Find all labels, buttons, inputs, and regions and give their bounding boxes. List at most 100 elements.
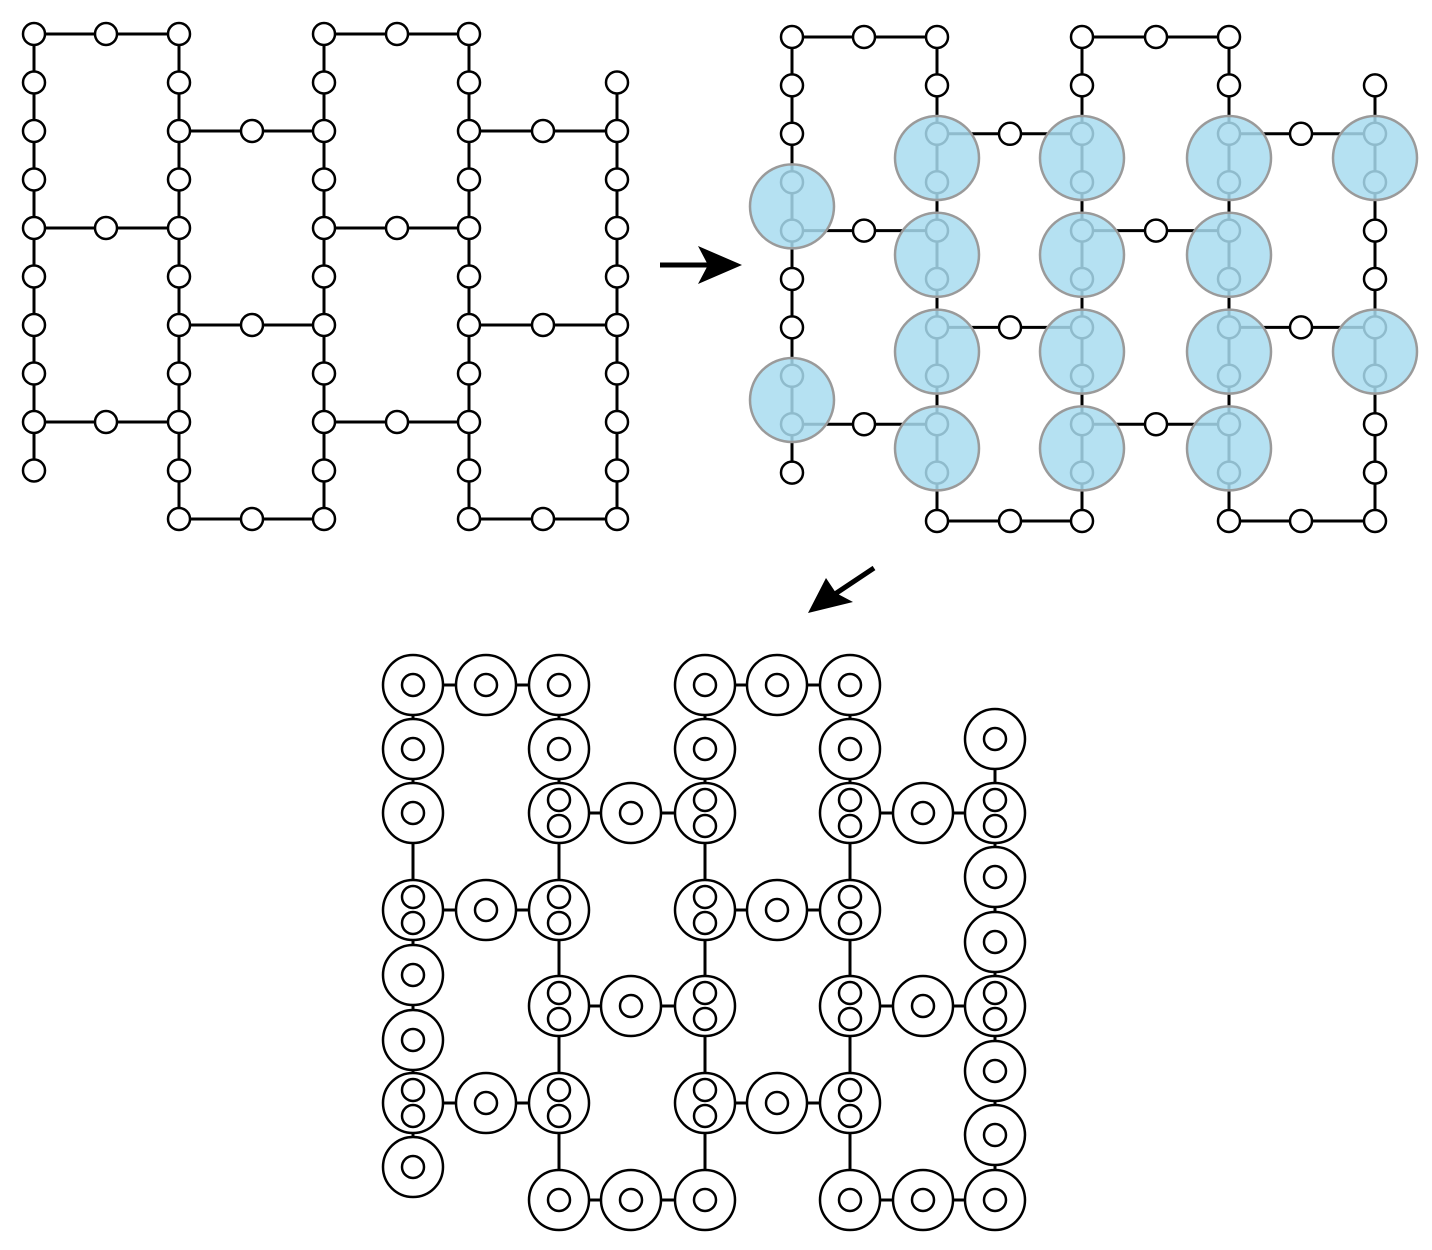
cluster-highlight: [893, 114, 981, 202]
graph-node: [456, 21, 482, 47]
graph-node: [530, 312, 556, 338]
graph-node: [604, 506, 630, 532]
graph-node: [166, 458, 192, 483]
graph-node: [311, 458, 337, 483]
graph-node: [239, 118, 265, 144]
cluster-highlight: [893, 405, 981, 492]
inner-node: [473, 1090, 499, 1116]
graph-node: [779, 315, 805, 340]
graph-node: [604, 70, 630, 95]
cluster-highlight: [893, 308, 981, 395]
inner-node: [837, 980, 863, 1006]
graph-node: [21, 409, 47, 435]
graph-node: [604, 361, 630, 386]
graph-node: [1362, 266, 1388, 292]
graph-node: [166, 118, 192, 144]
graph-node: [93, 215, 119, 241]
graph-node: [997, 121, 1023, 147]
cluster-highlight: [1038, 114, 1126, 202]
graph-node: [604, 458, 630, 483]
super-node: [381, 1071, 445, 1135]
inner-node: [982, 787, 1008, 813]
graph-node: [779, 24, 805, 50]
graph-node: [311, 264, 337, 289]
graph-node: [851, 218, 877, 243]
super-node: [527, 878, 591, 942]
graph-node: [1362, 411, 1388, 437]
graph-node: [1288, 508, 1314, 534]
inner-node: [692, 884, 718, 910]
graph-node: [779, 73, 805, 98]
super-node: [527, 1071, 591, 1135]
super-node: [527, 974, 591, 1038]
inner-node: [982, 1006, 1008, 1032]
inner-node: [692, 1006, 718, 1032]
inner-node: [618, 800, 644, 826]
inner-node: [910, 993, 936, 1019]
graph-node: [21, 264, 47, 289]
graph-node: [166, 361, 192, 386]
graph-node: [1069, 24, 1095, 50]
graph-node: [384, 215, 410, 241]
super-node: [963, 781, 1027, 845]
inner-node: [910, 1187, 936, 1213]
graph-node: [384, 409, 410, 435]
inner-node: [692, 736, 718, 762]
graph-node: [779, 121, 805, 147]
graph-node: [1362, 460, 1388, 485]
inner-node: [400, 800, 426, 826]
cluster-highlight: [893, 211, 981, 299]
graph-node: [604, 312, 630, 338]
graph-node: [93, 409, 119, 435]
graph-node: [779, 266, 805, 292]
graph-node: [166, 264, 192, 289]
inner-node: [546, 672, 572, 698]
graph-node: [924, 508, 950, 534]
inner-node: [692, 672, 718, 698]
inner-node: [764, 1090, 790, 1116]
graph-node: [311, 167, 337, 192]
graph-node: [924, 24, 950, 50]
inner-node: [546, 1103, 572, 1129]
cluster-highlight: [1038, 211, 1126, 299]
graph-node: [530, 506, 556, 532]
inner-node: [473, 672, 499, 698]
super-node: [818, 1071, 882, 1135]
graph-node: [604, 264, 630, 289]
graph-node: [21, 167, 47, 192]
super-node: [673, 878, 737, 942]
cluster-highlight: [748, 163, 836, 250]
super-node: [818, 878, 882, 942]
graph-node: [1216, 508, 1242, 534]
graph-node: [239, 312, 265, 338]
inner-node: [837, 1187, 863, 1213]
inner-node: [982, 1187, 1008, 1213]
inner-node: [982, 1122, 1008, 1148]
inner-node: [837, 813, 863, 839]
graph-node: [456, 312, 482, 338]
graph-node: [21, 312, 47, 338]
inner-node: [837, 910, 863, 936]
cluster-highlight: [1038, 405, 1126, 492]
graph-node: [311, 409, 337, 435]
graph-node: [311, 361, 337, 386]
inner-node: [400, 1027, 426, 1053]
super-node: [673, 781, 737, 845]
coarsened-graph: [381, 653, 1027, 1232]
inner-node: [400, 672, 426, 698]
graph-node: [311, 506, 337, 532]
inner-node: [982, 929, 1008, 955]
graph-node: [166, 409, 192, 435]
graph-node: [311, 215, 337, 241]
inner-node: [546, 1077, 572, 1103]
graph-node: [93, 21, 119, 47]
cluster-highlight: [1331, 114, 1419, 202]
inner-node: [692, 1077, 718, 1103]
inner-node: [837, 1103, 863, 1129]
super-node: [963, 974, 1027, 1038]
graph-node: [311, 21, 337, 47]
graph-node: [997, 508, 1023, 534]
graph-node: [1143, 24, 1169, 50]
graph-node: [456, 506, 482, 532]
inner-node: [400, 1154, 426, 1180]
